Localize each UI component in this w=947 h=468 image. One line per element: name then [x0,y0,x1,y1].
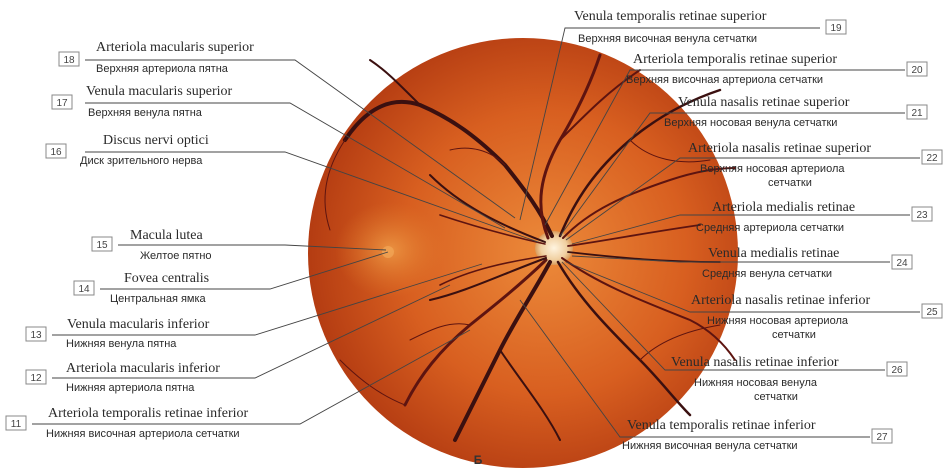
label-russian-2: сетчатки [772,329,816,341]
label-russian: Нижняя височная венула сетчатки [622,440,798,452]
label-russian: Верхняя артериола пятна [96,63,229,75]
label-19: 19 Venula temporalis retinae superior Ве… [574,9,846,45]
label-12: 12 Arteriola macularis inferior Нижняя а… [26,361,220,394]
label-num: 18 [63,55,75,66]
label-18: 18 Arteriola macularis superior Верхняя … [59,40,254,75]
label-num: 16 [50,147,62,158]
label-27: 27 Venula temporalis retinae inferior Ни… [622,418,892,452]
label-russian-2: сетчатки [768,177,812,189]
label-num: 24 [896,258,908,269]
label-russian: Нижняя артериола пятна [66,382,195,394]
label-latin: Macula lutea [130,228,203,243]
label-num: 20 [911,65,923,76]
label-22: 22 Arteriola nasalis retinae superior Ве… [688,141,942,189]
label-latin: Venula nasalis retinae inferior [671,355,839,370]
label-14: 14 Fovea centralis Центральная ямка [74,271,209,305]
label-num: 19 [830,23,842,34]
label-num: 23 [916,210,928,221]
label-russian: Верхняя височная артериола сетчатки [626,74,823,86]
label-latin: Fovea centralis [124,271,209,286]
label-num: 15 [96,240,108,251]
label-num: 25 [926,307,938,318]
label-latin: Venula temporalis retinae superior [574,9,767,24]
label-latin: Venula nasalis retinae superior [678,95,850,110]
label-num: 22 [926,153,938,164]
label-latin: Venula macularis inferior [67,317,210,332]
label-num: 14 [78,284,90,295]
label-russian: Верхняя носовая артериола [700,163,845,175]
label-russian: Центральная ямка [110,293,207,305]
label-latin: Arteriola nasalis retinae inferior [691,293,871,308]
label-latin: Venula temporalis retinae inferior [627,418,816,433]
label-russian: Нижняя височная артериола сетчатки [46,428,240,440]
label-latin: Venula medialis retinae [708,246,839,261]
label-21: 21 Venula nasalis retinae superior Верхн… [664,95,927,129]
label-latin: Discus nervi optici [103,133,209,148]
label-latin: Arteriola medialis retinae [712,200,855,215]
label-russian: Верхняя венула пятна [88,107,203,119]
label-num: 21 [911,108,923,119]
label-num: 27 [876,432,888,443]
label-russian: Верхняя височная венула сетчатки [578,33,757,45]
label-russian: Средняя артериола сетчатки [696,222,844,234]
label-latin: Arteriola nasalis retinae superior [688,141,871,156]
label-latin: Arteriola temporalis retinae inferior [48,406,249,421]
label-russian: Нижняя носовая венула [694,377,818,389]
label-latin: Arteriola macularis inferior [66,361,220,376]
label-25: 25 Arteriola nasalis retinae inferior Ни… [691,293,942,341]
label-20: 20 Arteriola temporalis retinae superior… [626,52,927,86]
label-latin: Venula macularis superior [86,84,233,99]
label-russian: Средняя венула сетчатки [702,268,832,280]
label-latin: Arteriola temporalis retinae superior [633,52,837,67]
label-russian: Нижняя венула пятна [66,338,177,350]
label-latin: Arteriola macularis superior [96,40,254,55]
label-russian: Нижняя носовая артериола [707,315,849,327]
label-russian: Верхняя носовая венула сетчатки [664,117,837,129]
label-13: 13 Venula macularis inferior Нижняя вену… [26,317,210,350]
label-num: 13 [30,330,42,341]
label-16: 16 Discus nervi optici Диск зрительного … [46,133,209,167]
label-num: 12 [30,373,42,384]
label-11: 11 Arteriola temporalis retinae inferior… [6,406,249,440]
label-num: 26 [891,365,903,376]
label-russian-2: сетчатки [754,391,798,403]
label-russian: Диск зрительного нерва [80,155,203,167]
figure-letter: Б [474,453,483,467]
label-russian: Желтое пятно [140,250,212,262]
label-26: 26 Venula nasalis retinae inferior Нижня… [671,355,907,403]
label-num: 11 [11,419,22,430]
label-17: 17 Venula macularis superior Верхняя вен… [52,84,233,119]
label-num: 17 [56,98,68,109]
